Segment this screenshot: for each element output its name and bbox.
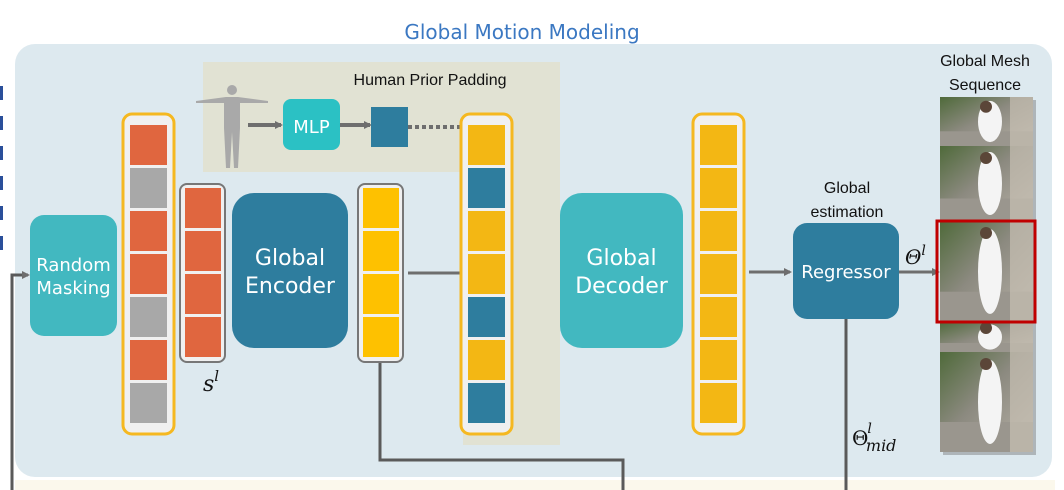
token-cell: [363, 231, 399, 271]
token-cell: [185, 317, 221, 357]
token-cell: [130, 168, 167, 208]
token-cell: [130, 383, 167, 423]
mesh-sequence-label-2: Sequence: [949, 77, 1021, 94]
human-template-icon: [196, 85, 268, 168]
token-cell: [468, 125, 505, 165]
token-cell: [700, 125, 737, 165]
token-cell: [130, 340, 167, 380]
token-cell: [130, 211, 167, 251]
current-frame-highlight: [935, 219, 1037, 324]
token-cell: [700, 340, 737, 380]
random-masking-label-2: Masking: [36, 278, 110, 299]
token-cell: [363, 317, 399, 357]
token-cell: [700, 297, 737, 337]
token-cell: [468, 383, 505, 423]
theta-l-label: Θl: [905, 243, 926, 269]
mesh-frame: [940, 221, 1036, 325]
global-encoder-label-1: Global: [255, 246, 325, 271]
input-arrow: [10, 271, 30, 490]
token-cell: [468, 168, 505, 208]
token-cell: [185, 274, 221, 314]
mlp-block: [283, 99, 340, 150]
token-cell: [130, 125, 167, 165]
global-encoder-label-2: Encoder: [245, 274, 336, 299]
token-cell: [185, 231, 221, 271]
panel-title: Global Motion Modeling: [404, 20, 639, 44]
token-cell: [363, 274, 399, 314]
global-decoder-label-2: Decoder: [575, 274, 669, 299]
mesh-sequence-label-1: Global Mesh: [940, 53, 1030, 70]
lower-panel-edge: [15, 480, 1055, 490]
token-cell: [700, 211, 737, 251]
human-prior-padding-label: Human Prior Padding: [354, 72, 507, 89]
random-masking-block: [30, 215, 117, 336]
random-masking-label-1: Random: [36, 255, 111, 276]
left-dashed-border: [0, 86, 3, 250]
token-cell: [363, 188, 399, 228]
token-cell: [185, 188, 221, 228]
global-decoder-label-1: Global: [586, 246, 656, 271]
token-cell: [700, 168, 737, 208]
prior-token: [371, 107, 408, 147]
mesh-frame: [940, 146, 1036, 224]
token-cell: [468, 254, 505, 294]
global-estimation-label-2: estimation: [811, 204, 884, 221]
token-cell: [700, 383, 737, 423]
token-cell: [130, 254, 167, 294]
global-estimation-label-1: Global: [824, 180, 870, 197]
regressor-block: [793, 223, 899, 319]
mesh-frame: [940, 352, 1036, 455]
token-cell: [468, 340, 505, 380]
mesh-sequence-frames: [940, 97, 1036, 455]
mesh-frame: [940, 97, 1036, 149]
global-decoder-block: [560, 193, 683, 348]
regressor-label: Regressor: [801, 262, 891, 283]
token-cell: [468, 211, 505, 251]
s-l-label: sl: [203, 367, 219, 397]
encoded-feature-skip-line: [378, 363, 625, 490]
token-cell: [700, 254, 737, 294]
mlp-label: MLP: [293, 117, 330, 138]
token-cell: [468, 297, 505, 337]
token-cell: [130, 297, 167, 337]
global-encoder-block: [232, 193, 348, 348]
mesh-frame: [940, 322, 1036, 355]
